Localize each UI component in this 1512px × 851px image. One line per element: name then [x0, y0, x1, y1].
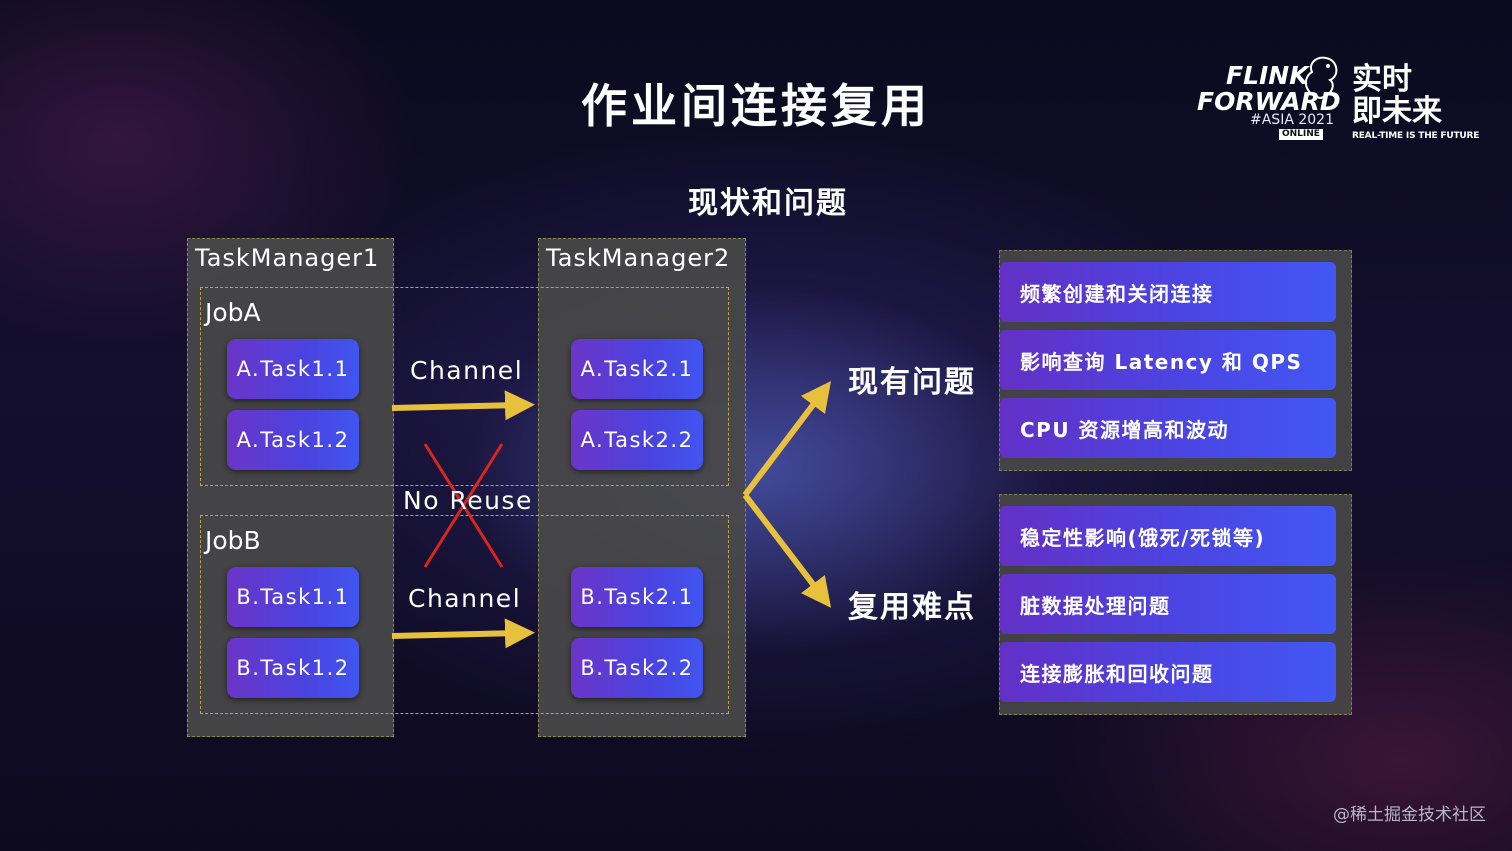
- logo-cn-line2: 即未来: [1352, 94, 1442, 129]
- logo-tagline: REAL-TIME IS THE FUTURE: [1352, 131, 1480, 141]
- task-a-1-1: A.Task1.1: [227, 339, 359, 399]
- taskmanager2-label: TaskManager2: [546, 244, 731, 272]
- issue-item: 影响查询 Latency 和 QPS: [1000, 330, 1336, 390]
- joba-frame: [200, 287, 729, 486]
- cross-line-2: [423, 443, 504, 568]
- page-title: 作业间连接复用: [581, 79, 931, 133]
- category-reuse-difficulties: 复用难点: [848, 590, 976, 625]
- page-subtitle: 现状和问题: [688, 186, 848, 221]
- category-current-issues: 现有问题: [848, 365, 976, 400]
- issue-item: CPU 资源增高和波动: [1000, 398, 1336, 458]
- channel-top-label: Channel: [410, 356, 524, 385]
- taskmanager1-label: TaskManager1: [195, 244, 380, 272]
- difficulty-item: 连接膨胀和回收问题: [1000, 642, 1336, 702]
- difficulty-item: 脏数据处理问题: [1000, 574, 1336, 634]
- joba-label: JobA: [205, 298, 261, 327]
- squirrel-icon: [1304, 56, 1338, 100]
- watermark: @稀土掘金技术社区: [1333, 805, 1486, 825]
- task-b-2-2: B.Task2.2: [571, 638, 703, 698]
- logo-forward-text: FORWARD: [1197, 87, 1341, 116]
- logo-flink-text: FLINK: [1226, 61, 1309, 90]
- task-a-2-2: A.Task2.2: [571, 410, 703, 470]
- difficulty-item: 稳定性影响(饿死/死锁等): [1000, 506, 1336, 566]
- issue-item: 频繁创建和关闭连接: [1000, 262, 1336, 322]
- channel-bottom-arrow: [391, 618, 535, 649]
- task-b-2-1: B.Task2.1: [571, 567, 703, 627]
- task-a-2-1: A.Task2.1: [571, 339, 703, 399]
- channel-top-arrow: [391, 390, 535, 421]
- channel-bottom-label: Channel: [408, 584, 522, 613]
- logo-cn-line1: 实时: [1352, 62, 1412, 97]
- branch-arrow-up: [742, 381, 832, 497]
- branch-arrow-down: [742, 493, 832, 608]
- jobb-frame: [200, 515, 729, 714]
- logo-event-text: #ASIA 2021: [1250, 112, 1334, 128]
- task-a-1-2: A.Task1.2: [227, 410, 359, 470]
- no-reuse-label: No Reuse: [403, 486, 533, 515]
- task-b-1-1: B.Task1.1: [227, 567, 359, 627]
- jobb-label: JobB: [205, 526, 261, 555]
- logo-online-badge: ONLINE: [1279, 129, 1323, 140]
- task-b-1-2: B.Task1.2: [227, 638, 359, 698]
